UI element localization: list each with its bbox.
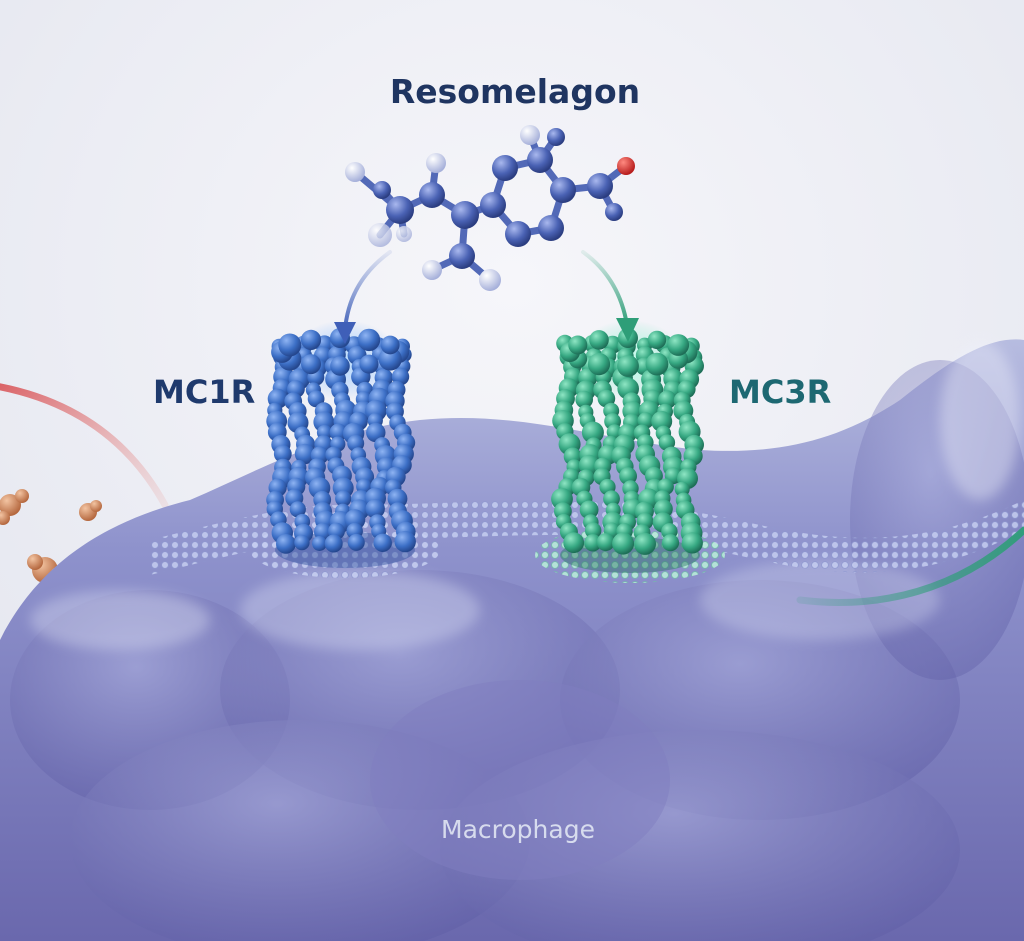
resolution-arrow	[796, 526, 1024, 606]
macrophage-label: Macrophage	[441, 815, 595, 844]
macrophage-cell	[0, 339, 1024, 941]
binding-arrow-right	[581, 250, 639, 342]
binding-arrow-left	[334, 250, 392, 344]
mc1r-label: MC1R	[153, 373, 256, 411]
mc1r-receptor	[250, 320, 440, 578]
mc3r-receptor	[535, 320, 725, 583]
ligand-title: Resomelagon	[389, 72, 641, 111]
inflammation-arrow	[0, 383, 169, 509]
resomelagon-molecule	[345, 125, 635, 291]
cell-membrane	[150, 500, 1024, 575]
mc3r-label: MC3R	[729, 373, 832, 411]
